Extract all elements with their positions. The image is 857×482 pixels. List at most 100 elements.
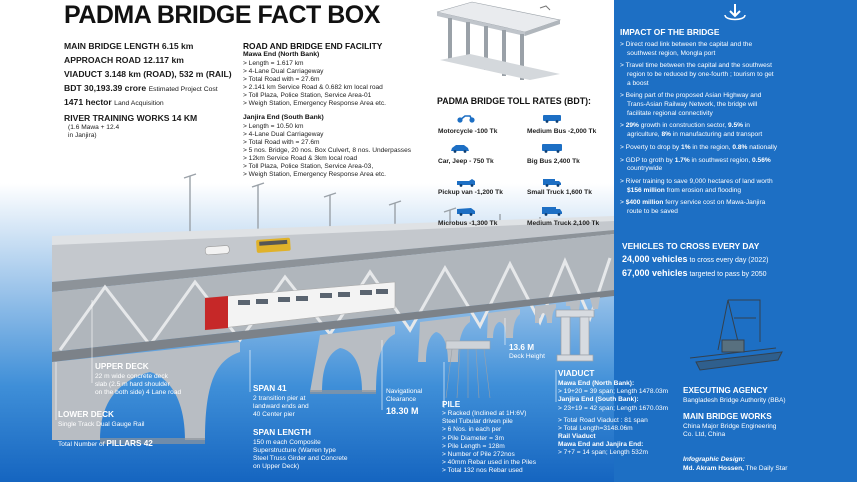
mawa-end-header: Mawa End (North Bank) [243,51,320,58]
impact-item-line: Trans-Asian Railway Network, the bridge … [627,101,758,108]
viaduct-length: VIADUCT 3.148 km (ROAD), 532 m (RAIL) [64,69,232,79]
impact-item-line: > River training to save 9,000 hectares … [620,178,773,185]
big-bus-icon [542,144,562,153]
pile-line: > Racked (Inclined at 1H:6V) [442,410,527,417]
train [204,281,396,331]
road-end-header: ROAD AND BRIDGE END FACILITY [243,41,383,51]
span-length-line: 150 m each Composite [253,439,321,446]
pier-shadows [100,390,376,444]
small-truck-icon [543,179,561,187]
vehicles-2050-note: targeted to pass by 2050 [689,271,767,278]
viaduct-line: Mawa End (North Bank): [558,380,635,387]
land-note: Land Acquisition [114,100,164,107]
span-length-title: SPAN LENGTH [253,428,312,437]
vehicles-2050: 67,000 vehicles targeted to pass by 2050 [622,268,767,278]
mawa-line: > 2.141 km Service Road & 0.682 km local… [243,84,383,91]
executing-agency-title: EXECUTING AGENCY [683,386,768,395]
toll-motorcycle: Motorcycle -100 Tk [438,128,498,135]
medium-bus-icon [543,115,561,123]
viaduct-line: Rail Viaduct [558,433,596,440]
vehicles-header: VEHICLES TO CROSS EVERY DAY [622,241,760,251]
toll-plaza-illustration [436,1,562,80]
janjira-line: > 12km Service Road & 3km local road [243,155,358,162]
credit-line: Md. Akram Hossen, The Daily Star [683,465,787,472]
impact-item-line: > 29% growth in construction sector, 9.5… [620,122,750,130]
mawa-line: > Length = 1.617 km [243,60,304,67]
executing-agency-line: Bangladesh Bridge Authority (BBA) [683,397,786,404]
upper-deck-line: on the both side) 4 Lane road [95,389,182,396]
impact-item-line: southwest region, Mongla port [627,49,716,57]
impact-item-line: region to be reduced by one-fourth ; tou… [627,71,774,78]
janjira-line: > Weigh Station, Emergency Response Area… [243,171,387,178]
impact-item-line: > $400 million ferry service cost on Maw… [620,199,766,207]
nav-clearance-line: Clearance [386,396,417,403]
janjira-line: > 5 nos. Bridge, 20 nos. Box Culvert, 8 … [243,147,412,154]
lower-deck-title: LOWER DECK [58,410,114,419]
pile-line: Steel Tubular driven pile [442,418,513,426]
main-bridge-length: MAIN BRIDGE LENGTH 6.15 km [64,41,194,51]
credit-title: Infographic Design: [683,456,745,463]
toll-medium-bus: Medium Bus -2,000 Tk [527,128,597,135]
vehicles-2022-value: 24,000 vehicles [622,254,688,264]
callout-lines [55,300,557,420]
mawa-line: > 4-Lane Dual Carriageway [243,68,324,75]
mawa-line: > Weigh Station, Emergency Response Area… [243,100,387,107]
pile-illustration [445,340,491,399]
viaduct-line: Janjira End (South Bank): [558,396,639,404]
deck-height-value: 13.6 M [509,343,535,352]
viaduct-line: > Total Road Viaduct : 81 span [558,416,648,424]
janjira-end-header: Janjira End (South Bank) [243,114,324,121]
impact-panel [614,0,857,482]
upper-deck-line: slab (2.5 m hard shoulder [95,381,170,388]
toll-small-truck: Small Truck 1,600 Tk [527,189,592,196]
impact-item-line: > Poverty to drop by 1% in the region, 0… [620,143,778,151]
impact-item-line: a boost [627,79,649,87]
toll-medium-truck: Medium Truck 2,100 Tk [527,220,600,227]
deck-height-note: Deck Height [509,353,545,360]
span-line: 2 transition pier at [253,395,306,402]
impact-item-line: $156 million from erosion and flooding [627,186,741,194]
impact-item-line: > Being part of the proposed Asian Highw… [620,92,762,100]
microbus-icon [457,208,475,216]
nav-clearance-value: 18.30 M [386,406,419,416]
land-value: 1471 hector [64,97,112,107]
pile-title: PILE [442,400,461,409]
toll-rates-title: PADMA BRIDGE TOLL RATES (BDT): [437,96,591,106]
river-training-works: RIVER TRAINING WORKS 14 KM [64,113,198,123]
lower-deck-line: Single Track Dual Gauge Rail [58,421,145,428]
car-icon [451,145,469,153]
lamp-posts [183,173,541,258]
nav-clearance-line: Navigational [386,388,423,395]
pillars-count: Total Number of PILLARS 42 [58,439,153,448]
viaduct-pier-illustration [555,309,595,362]
pillars-value: PILLARS 42 [106,439,153,448]
download-arrow-icon [724,4,746,21]
upper-deck-line: 22 m wide concrete deck [95,373,168,380]
vehicles-2050-value: 67,000 vehicles [622,268,688,278]
viaduct-title: VIADUCT [558,369,595,378]
main-bridge-works-line: Co. Ltd, China [683,431,726,438]
janjira-line: > Length = 10.50 km [243,123,304,130]
impact-item-line: > GDP to groth by 1.7% in southwest regi… [620,156,771,164]
impact-item-line: > Travel time between the capital and th… [620,62,772,70]
span-line: 40 Center pier [253,411,295,418]
approach-road-length: APPROACH ROAD 12.117 km [64,55,184,65]
janjira-line: > Toll Plaza, Police Station, Service Ar… [243,163,374,170]
river-training-note-1: (1.6 Mawa + 12.4 [68,124,120,131]
mawa-line: > Toll Plaza, Police Station, Service Ar… [243,92,372,99]
impact-header: IMPACT OF THE BRIDGE [620,27,720,37]
pillars-prefix: Total Number of [58,441,105,448]
credit-org: The Daily Star [745,465,788,472]
toll-pickup-van: Pickup van -1,200 Tk [438,189,503,196]
project-cost-note: Estimated Project Cost [148,86,218,93]
toll-big-bus: Big Bus 2,400 Tk [527,158,580,165]
impact-item-line: > Direct road link between the capital a… [620,41,753,48]
span-length-line: Superstructure (Warren type [253,447,336,454]
pile-line: > Total 132 nos Rebar used [442,467,523,475]
motorcycle-icon [457,115,475,123]
upper-deck [52,216,614,292]
mawa-line: > Total Road with = 27.6m [243,76,320,83]
land-acquisition: 1471 hector Land Acquisition [64,97,164,107]
vehicles-2022-note: to cross every day (2022) [689,257,769,264]
pile-line: > Number of Pile 272nos [442,451,515,458]
